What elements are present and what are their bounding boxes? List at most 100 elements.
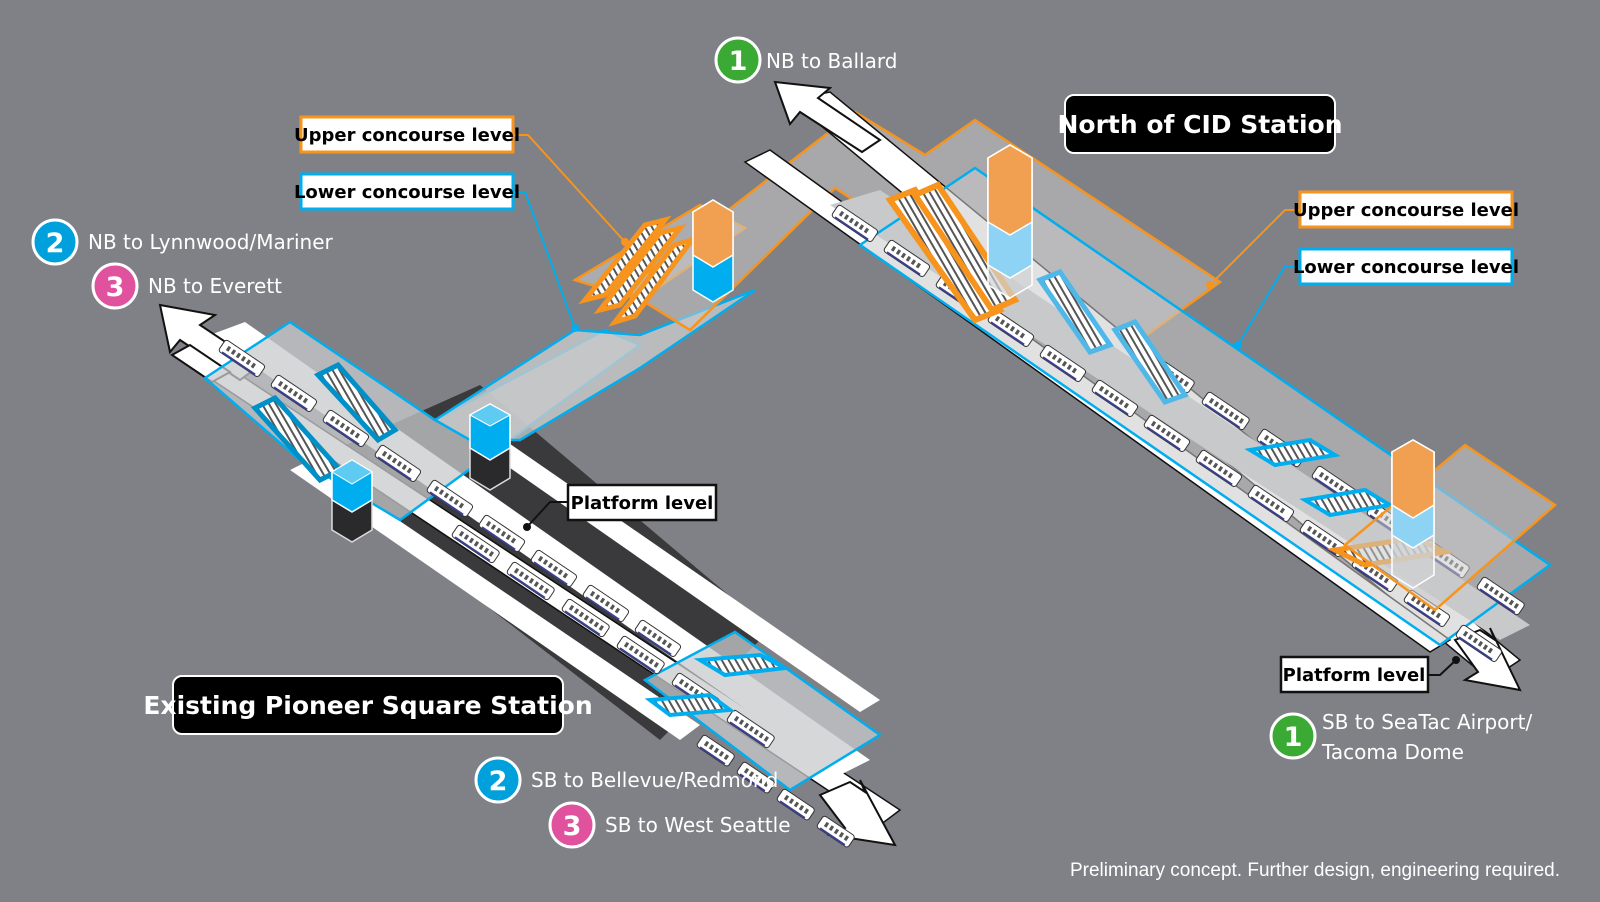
route-text-line2: Tacoma Dome [1321, 740, 1464, 764]
pioneer-square-concourse-south [642, 630, 883, 792]
train-car [696, 734, 735, 767]
train-car [736, 761, 775, 794]
leader-right-upper [1209, 209, 1300, 286]
line-3-badge-icon [548, 801, 596, 849]
label-right-upper-concourse: Upper concourse level [1293, 190, 1519, 229]
route-sb-bellevue: 2 SB to Bellevue/Redmond [474, 756, 778, 804]
pioneer-square-trains [218, 339, 855, 848]
route-text: SB to West Seattle [605, 813, 791, 837]
train-car [883, 239, 931, 277]
route-nb-everett: 3 NB to Everett [91, 262, 282, 310]
escalator-icon [885, 186, 1005, 324]
escalator-icon [313, 361, 399, 444]
escalator-icon [1244, 437, 1341, 468]
route-text: SB to Bellevue/Redmond [531, 768, 778, 792]
train-car [1039, 344, 1087, 382]
train-car [726, 709, 775, 749]
leader-left-platform [526, 501, 568, 528]
north-cid-escalators [885, 181, 1454, 568]
badge-number: 2 [46, 228, 65, 259]
escalator-icon [593, 223, 687, 315]
route-sb-seatac: 1 SB to SeaTac Airport/ Tacoma Dome [1269, 710, 1532, 764]
badge-number: 3 [106, 272, 125, 303]
badge-number: 1 [729, 46, 748, 77]
leader-right-lower [1237, 265, 1300, 346]
line-2-badge-icon [31, 218, 79, 266]
station-title-text: Existing Pioneer Square Station [143, 691, 592, 720]
north-cid-elevator-1 [987, 144, 1033, 299]
train-car [506, 561, 555, 601]
badge-number: 2 [489, 766, 508, 797]
route-text: NB to Everett [148, 274, 282, 298]
connector-elevator [692, 199, 734, 303]
train-car [1247, 484, 1295, 522]
train-car [1091, 379, 1139, 417]
pioneer-square-platform-outer [290, 460, 700, 740]
label-text: Lower concourse level [294, 182, 520, 203]
leader-left-upper [514, 134, 626, 243]
route-nb-lynnwood: 2 NB to Lynnwood/Mariner [31, 218, 334, 266]
train-car [561, 598, 610, 638]
train-car [530, 549, 578, 587]
route-text: NB to Ballard [766, 49, 897, 73]
train-car [374, 444, 422, 482]
elevator-pioneer-2 [468, 403, 512, 491]
label-left-platform: Platform level [566, 483, 718, 522]
label-right-platform: Platform level [1279, 655, 1430, 694]
station-title-text: North of CID Station [1057, 110, 1342, 139]
train-car [831, 204, 879, 242]
train-car [322, 409, 370, 447]
station-title-pioneer-square: Existing Pioneer Square Station [143, 675, 593, 735]
escalator-icon [644, 692, 736, 718]
route-text-line1: SB to SeaTac Airport/ [1322, 710, 1532, 734]
disclaimer-text: Preliminary concept. Further design, eng… [1070, 860, 1560, 881]
route-sb-west-seattle: 3 SB to West Seattle [548, 801, 791, 849]
escalator-icon [608, 235, 699, 327]
train-car [218, 339, 266, 377]
train-car [582, 584, 630, 622]
escalator-icon [1299, 487, 1396, 518]
leader-left-lower [514, 191, 576, 329]
train-car [1195, 449, 1243, 487]
label-text: Lower concourse level [1293, 257, 1519, 278]
badge-number: 1 [1284, 722, 1303, 753]
escalator-icon [578, 215, 672, 305]
escalator-icon [1111, 318, 1189, 405]
escalator-icon [693, 652, 792, 678]
train-car [1455, 624, 1503, 662]
train-car [1143, 414, 1191, 452]
train-car [1201, 391, 1250, 431]
escalator-icon [1036, 268, 1114, 355]
line-2-badge-icon [474, 756, 522, 804]
north-cid-elevator-2 [1391, 439, 1435, 589]
train-car [478, 514, 526, 552]
connector-escalators [578, 215, 699, 327]
station-title-north-cid: North of CID Station [1057, 94, 1343, 154]
route-text: NB to Lynnwood/Mariner [88, 230, 334, 254]
arrow-up-left-icon [773, 80, 882, 154]
train-car [1476, 576, 1525, 616]
label-text: Platform level [571, 493, 714, 514]
nb-arrow-ballard [773, 80, 882, 154]
train-car [816, 815, 855, 848]
train-car [616, 635, 665, 675]
route-nb-ballard: 1 NB to Ballard [714, 36, 897, 84]
label-text: Upper concourse level [1293, 200, 1519, 221]
leader-right-platform [1428, 659, 1457, 676]
train-car [270, 374, 318, 412]
train-car [451, 524, 500, 564]
line-1-badge-icon [714, 36, 762, 84]
train-car [426, 479, 474, 517]
train-car [634, 619, 682, 657]
label-right-lower-concourse: Lower concourse level [1293, 247, 1519, 286]
line-3-badge-icon [91, 262, 139, 310]
train-car [776, 788, 815, 821]
label-text: Upper concourse level [294, 125, 520, 146]
elevator-pioneer-1 [331, 459, 373, 543]
label-left-upper-concourse: Upper concourse level [294, 115, 520, 154]
label-text: Platform level [1283, 665, 1426, 686]
leader-lines [514, 134, 1460, 676]
line-1-badge-icon [1269, 712, 1317, 760]
label-left-lower-concourse: Lower concourse level [294, 172, 520, 211]
